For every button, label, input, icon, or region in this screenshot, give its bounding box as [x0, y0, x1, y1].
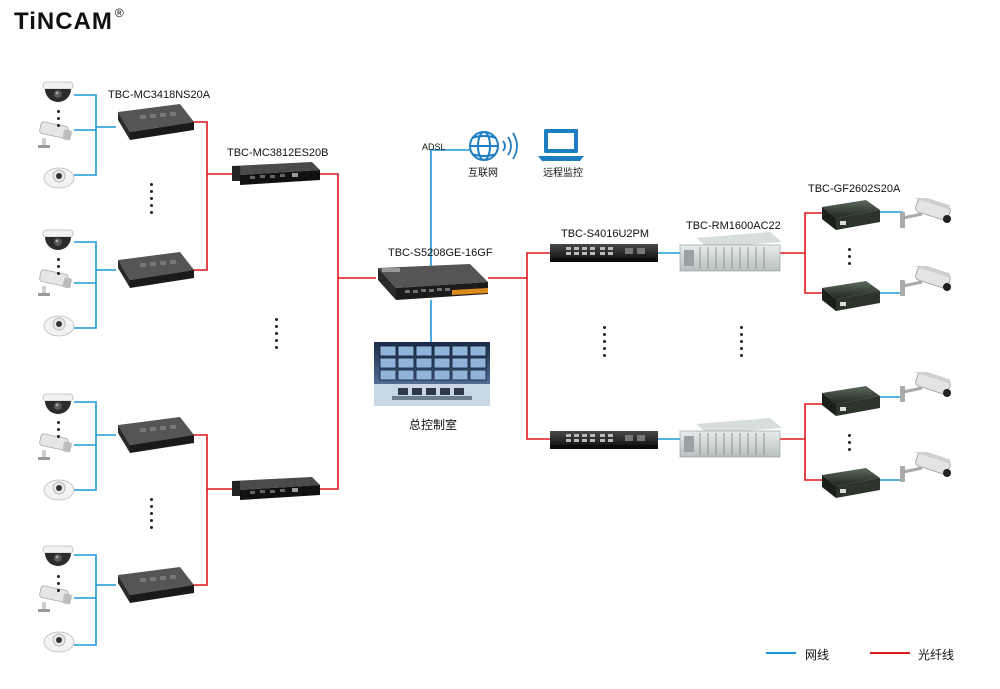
access-converter-3 — [118, 417, 194, 453]
access-converter-2 — [118, 252, 194, 288]
label-control-room: 总控制室 — [409, 418, 458, 432]
wifi-signal-icon — [502, 132, 518, 160]
access-converter-1 — [118, 104, 194, 140]
video-wall-icon — [374, 342, 490, 406]
label-internet: 互联网 — [468, 168, 498, 179]
left-group-4-dome-camera-icon — [42, 545, 74, 566]
left-group-2-eyeball-camera-icon — [43, 315, 75, 337]
camera-group-1-ellipsis — [57, 110, 61, 131]
globe-icon — [469, 131, 499, 161]
legend-label-fiber: 光纤线 — [918, 648, 955, 662]
label-remote-monitor: 远程监控 — [543, 168, 583, 179]
poe-switch-2 — [550, 431, 658, 449]
poe-switch-1 — [550, 244, 658, 262]
remote-converter-4 — [822, 468, 880, 498]
core-switch — [378, 264, 488, 300]
left-group-2-dome-camera-icon — [42, 229, 74, 250]
left-group-3-eyeball-camera-icon — [43, 479, 75, 501]
camera-group-4-ellipsis — [57, 575, 61, 596]
left-group-1-eyeball-camera-icon — [43, 167, 75, 189]
remote-converter-1 — [822, 200, 880, 230]
label-remote-converter: TBC-GF2602S20A — [808, 183, 901, 195]
label-media-converter-access: TBC-MC3418NS20A — [108, 89, 211, 101]
access-converter-ellipsis-lower — [150, 498, 154, 533]
remote-converter-ellipsis-upper — [848, 248, 852, 269]
left-group-4-bullet-camera-icon — [38, 585, 72, 612]
left-group-4-eyeball-camera-icon — [43, 631, 75, 653]
left-group-1-dome-camera-icon — [42, 81, 74, 102]
label-adsl: ADSL — [422, 142, 446, 152]
rack-chassis-ellipsis — [740, 326, 744, 361]
remote-converter-ellipsis-lower — [848, 434, 852, 455]
right-bullet-camera-icon-3 — [900, 372, 951, 402]
left-group-3-dome-camera-icon — [42, 393, 74, 414]
remote-converter-2 — [822, 281, 880, 311]
left-group-1-bullet-camera-icon — [38, 121, 72, 148]
aggregation-converter-2 — [232, 477, 320, 500]
right-bullet-camera-icon-1 — [900, 198, 951, 228]
legend-swatch-network — [766, 652, 796, 654]
fiber-cables — [190, 121, 822, 586]
brand-name: TiNCAM — [14, 8, 113, 35]
label-media-converter-aggregation: TBC-MC3812ES20B — [227, 147, 329, 159]
legend-swatch-fiber — [870, 652, 910, 654]
left-group-2-bullet-camera-icon — [38, 269, 72, 296]
registered-mark: ® — [114, 6, 125, 20]
poe-switch-ellipsis — [603, 326, 607, 361]
brand-logo: TiNCAM® — [14, 6, 125, 36]
laptop-icon — [538, 129, 584, 161]
remote-converter-3 — [822, 386, 880, 416]
right-bullet-camera-icon-2 — [900, 266, 951, 296]
aggregation-converter-1 — [232, 162, 320, 185]
right-bullet-camera-icon-4 — [900, 452, 951, 482]
rack-chassis-2 — [679, 418, 782, 458]
access-converter-4 — [118, 567, 194, 603]
access-converter-ellipsis-upper — [150, 183, 154, 218]
camera-group-3-ellipsis — [57, 421, 61, 442]
aggregation-ellipsis — [275, 318, 279, 353]
legend-label-network: 网线 — [805, 648, 830, 662]
left-group-3-bullet-camera-icon — [38, 433, 72, 460]
label-poe-switch: TBC-S4016U2PM — [561, 228, 650, 240]
network-cables — [74, 94, 903, 646]
label-core-switch: TBC-S5208GE-16GF — [388, 247, 493, 259]
rack-chassis-1 — [679, 232, 782, 272]
label-rack-chassis: TBC-RM1600AC22 — [686, 220, 781, 232]
camera-group-2-ellipsis — [57, 258, 61, 279]
